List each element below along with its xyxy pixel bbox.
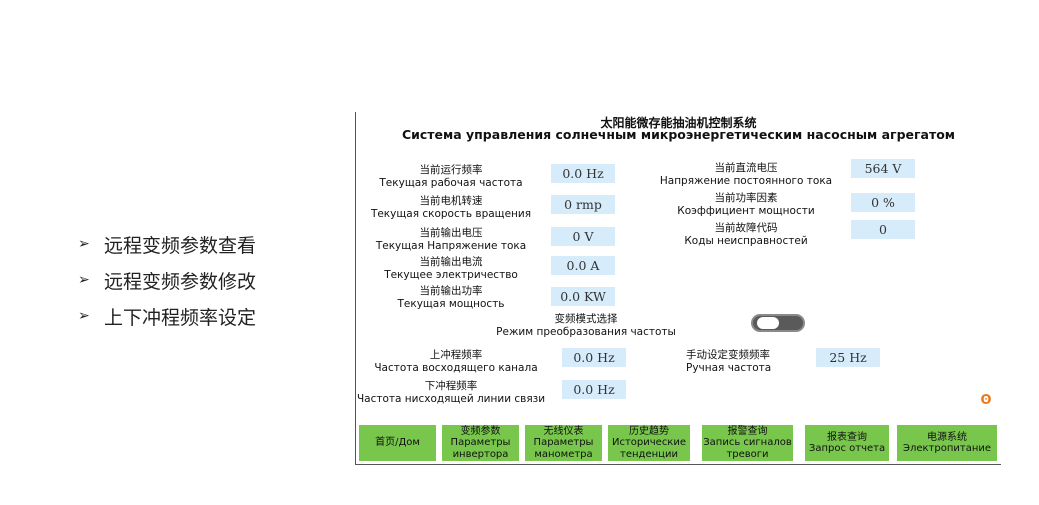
toggle-knob [757, 317, 779, 329]
value-dc-voltage: 564 V [851, 159, 915, 178]
bullet-text: 上下冲程频率设定 [104, 306, 257, 329]
value-run-frequency: 0.0 Hz [551, 164, 615, 183]
bullet-text: 远程变频参数修改 [104, 270, 257, 293]
value-motor-speed: 0 rmp [551, 195, 615, 214]
nav-button-home[interactable]: 首页/Дом [359, 425, 436, 461]
bullet-text: 远程变频参数查看 [104, 234, 257, 257]
page-title-cn: 太阳能微存能抽油机控制系统 [600, 116, 757, 130]
arrow-right-icon: ➢ [78, 236, 90, 252]
manual-frequency-input[interactable]: 25 Hz [816, 348, 880, 367]
bullet-item: ➢ 远程变频参数查看 [78, 226, 256, 262]
page-title-ru: Система управления солнечным микроэнерге… [401, 127, 956, 142]
bullet-item: ➢ 上下冲程频率设定 [78, 298, 256, 334]
brand-logo-icon: ʘ [980, 393, 992, 408]
value-fault-code: 0 [851, 220, 915, 239]
value-power-factor: 0 % [851, 193, 915, 212]
value-output-current: 0.0 A [551, 256, 615, 275]
arrow-right-icon: ➢ [78, 308, 90, 324]
down-stroke-frequency-input[interactable]: 0.0 Hz [562, 380, 626, 399]
value-output-voltage: 0 V [551, 227, 615, 246]
up-stroke-frequency-input[interactable]: 0.0 Hz [562, 348, 626, 367]
bullet-item: ➢ 远程变频参数修改 [78, 262, 256, 298]
arrow-right-icon: ➢ [78, 272, 90, 288]
mode-toggle-switch[interactable] [751, 314, 805, 332]
bullet-list: ➢ 远程变频参数查看 ➢ 远程变频参数修改 ➢ 上下冲程频率设定 [78, 226, 256, 334]
value-output-power: 0.0 KW [551, 287, 615, 306]
hmi-panel: 太阳能微存能抽油机控制系统 Система управления солнечн… [355, 112, 1001, 465]
